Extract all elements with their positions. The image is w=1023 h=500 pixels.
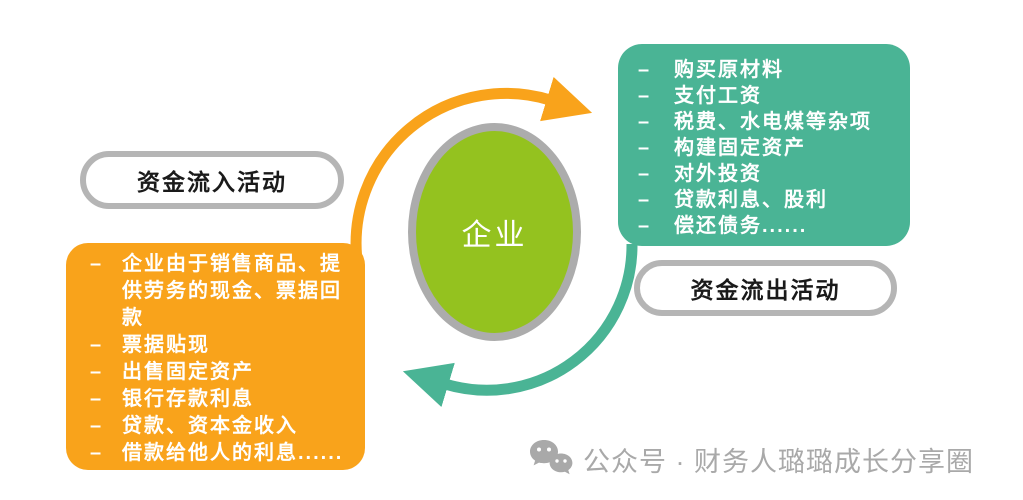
outflow-item: – 对外投资 xyxy=(638,161,900,187)
enterprise-label: 企业 xyxy=(461,219,528,252)
wechat-icon xyxy=(530,440,573,475)
inflow-item-text: 借款给他人的利息...... xyxy=(122,442,344,464)
dash-bullet: – xyxy=(90,415,102,437)
outflow-label-pill: 资金流出活动 xyxy=(634,260,897,316)
inflow-item-text: 企业由于销售商品、提供劳务的现金、票据回款 xyxy=(122,253,342,329)
outflow-item: – 购买原材料 xyxy=(638,57,900,83)
dash-bullet: – xyxy=(638,215,650,237)
inflow-label-text: 资金流入活动 xyxy=(137,169,287,195)
outflow-item-text: 贷款利息、股利 xyxy=(674,189,828,211)
dash-bullet: – xyxy=(90,361,102,383)
inflow-item: – 企业由于销售商品、提供劳务的现金、票据回款 xyxy=(90,251,353,332)
outflow-label-text: 资金流出活动 xyxy=(690,277,841,303)
inflow-item: – 借款给他人的利息...... xyxy=(90,440,353,467)
inflow-label-pill: 资金流入活动 xyxy=(80,151,344,209)
outflow-item-text: 对外投资 xyxy=(674,163,762,185)
outflow-item: – 税费、水电煤等杂项 xyxy=(638,109,900,135)
enterprise-ellipse: 企业 xyxy=(408,123,581,341)
inflow-item-text: 出售固定资产 xyxy=(122,361,254,383)
dash-bullet: – xyxy=(90,334,102,356)
outflow-item-text: 购买原材料 xyxy=(674,59,784,81)
dash-bullet: – xyxy=(638,163,650,185)
dash-bullet: – xyxy=(638,137,650,159)
dash-bullet: – xyxy=(90,388,102,410)
outflow-item: – 偿还债务...... xyxy=(638,213,900,239)
inflow-item: – 银行存款利息 xyxy=(90,386,353,413)
inflow-item: – 票据贴现 xyxy=(90,332,353,359)
inflow-item-text: 票据贴现 xyxy=(122,334,210,356)
inflow-item-text: 银行存款利息 xyxy=(122,388,254,410)
inflow-arrow xyxy=(350,76,593,261)
outflow-item: – 支付工资 xyxy=(638,83,900,109)
outflow-item-text: 税费、水电煤等杂项 xyxy=(674,111,872,133)
outflow-item: – 贷款利息、股利 xyxy=(638,187,900,213)
outflow-item-text: 支付工资 xyxy=(674,85,762,107)
dash-bullet: – xyxy=(90,253,102,275)
dash-bullet: – xyxy=(638,59,650,81)
outflow-item-text: 构建固定资产 xyxy=(674,137,806,159)
dash-bullet: – xyxy=(638,111,650,133)
inflow-list-box: – 企业由于销售商品、提供劳务的现金、票据回款 – 票据贴现 – 出售固定资产 … xyxy=(66,243,365,470)
dash-bullet: – xyxy=(90,442,102,464)
watermark: 公众号 · 财务人璐璐成长分享圈 xyxy=(528,438,974,480)
outflow-list-box: – 购买原材料 – 支付工资 – 税费、水电煤等杂项 – 构建固定资产 – 对外… xyxy=(618,44,910,246)
inflow-item-text: 贷款、资本金收入 xyxy=(122,415,298,437)
outflow-item-text: 偿还债务...... xyxy=(674,215,808,237)
outflow-arrow xyxy=(402,243,638,408)
dash-bullet: – xyxy=(638,189,650,211)
inflow-item: – 出售固定资产 xyxy=(90,359,353,386)
watermark-text: 公众号 · 财务人璐璐成长分享圈 xyxy=(583,446,974,477)
inflow-item: – 贷款、资本金收入 xyxy=(90,413,353,440)
outflow-item: – 构建固定资产 xyxy=(638,135,900,161)
dash-bullet: – xyxy=(638,85,650,107)
